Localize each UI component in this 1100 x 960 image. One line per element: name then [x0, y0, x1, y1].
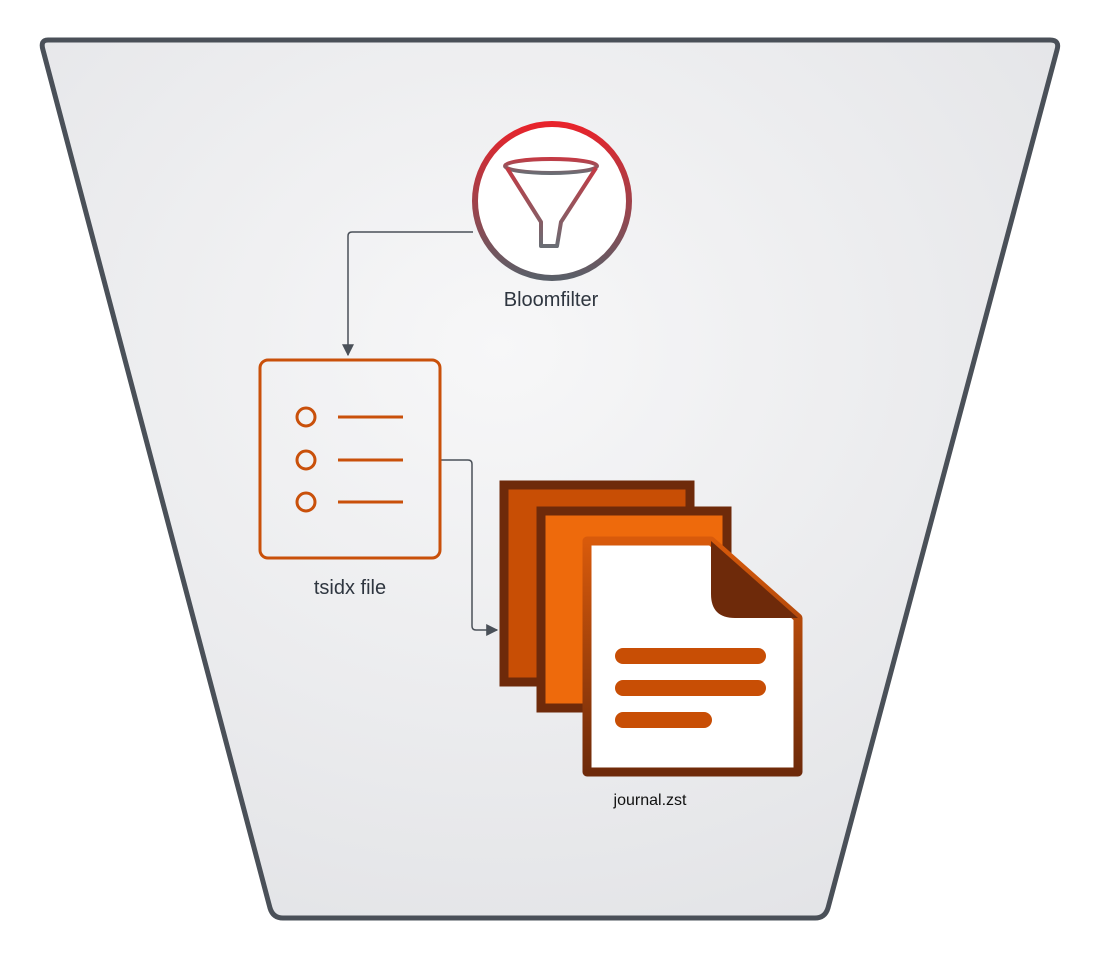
journal-zst-label: journal.zst: [613, 792, 687, 809]
list-document-icon: [258, 358, 442, 560]
edge-tsidx-to-journal: [441, 459, 499, 636]
list-bullets: [295, 406, 403, 513]
tsidx-file-label: tsidx file: [314, 577, 386, 599]
bloomfilter-label: Bloomfilter: [504, 289, 599, 311]
bloomfilter-node[interactable]: Bloomfilter: [472, 121, 632, 311]
edge-bloomfilter-to-tsidx: [342, 231, 473, 357]
tsidx-file-node[interactable]: tsidx file: [258, 358, 442, 599]
journal-zst-node[interactable]: journal.zst: [499, 480, 803, 809]
bucket-container: [39, 37, 1061, 921]
funnel-icon: [503, 157, 599, 248]
bloomfilter-circle: [472, 121, 632, 281]
stacked-documents-icon: [499, 480, 803, 777]
